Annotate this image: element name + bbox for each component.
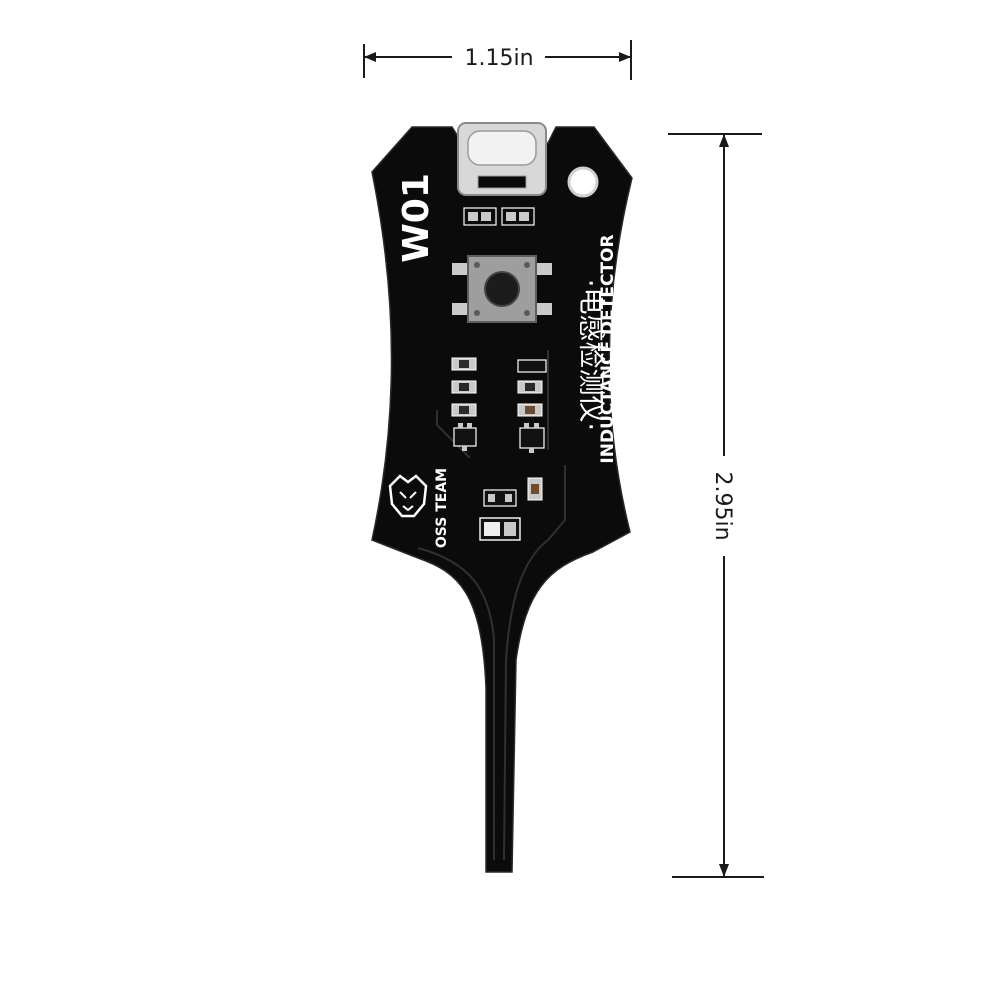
height-arrow-bottom [719,864,729,877]
pin [534,423,539,428]
mounting-hole [567,166,599,198]
height-arrow-top [719,134,729,147]
pcb-board [371,122,633,873]
pad-outline [501,207,535,226]
usb-c-opening [467,130,537,166]
width-arrow-right [619,52,631,62]
led-pad [504,522,516,536]
pin [524,423,529,428]
title-english: INDUCTANCE DETECTOR [598,234,618,463]
tiger-head-icon [388,474,428,518]
lower-components [479,489,521,541]
brand-label: OSS TEAM [434,468,450,548]
width-arrow-left [364,52,376,62]
pad-outline [463,207,497,226]
button-corner [524,262,530,268]
usb-smd-pads [463,207,535,226]
height-label: 2.95in [710,471,735,540]
height-dimension [668,133,764,878]
pin [529,448,534,453]
pin [462,446,467,451]
silkscreen-traces [417,350,566,861]
pad [519,212,529,221]
width-dimension [363,40,632,80]
tiger-face-icon [399,491,417,512]
smd-resistor-body [459,406,469,414]
width-label: 1.15in [464,46,533,71]
cap-pad [488,494,495,502]
pin [467,423,472,428]
title-chinese: ·电感检测仪· [575,279,606,431]
usb-c-tongue [477,175,527,189]
pad [481,212,491,221]
cap-pad [505,494,512,502]
pin [458,423,463,428]
smd-resistor-body [459,360,469,368]
smd-resistor-body [459,383,469,391]
trace-tail-right [503,465,566,861]
pad [506,212,516,221]
pad [468,212,478,221]
trace-outer-left [436,410,471,459]
button-corner [524,310,530,316]
smd-transistor [519,427,545,449]
right-components [517,359,547,501]
usb-c-port [457,122,547,196]
smd-resistor-body [525,406,535,414]
button-corner [474,262,480,268]
model-label: W01 [396,173,437,263]
led-pad [484,522,500,536]
trace-tail-left [417,547,495,860]
left-components [451,357,477,451]
button-corner [474,310,480,316]
smd-diode [517,359,547,373]
smd-resistor-body [531,484,539,494]
push-button [452,255,552,323]
smd-resistor-body [525,383,535,391]
button-cap [484,271,520,307]
smd-transistor [453,427,477,447]
oss-team-logo [388,474,428,518]
